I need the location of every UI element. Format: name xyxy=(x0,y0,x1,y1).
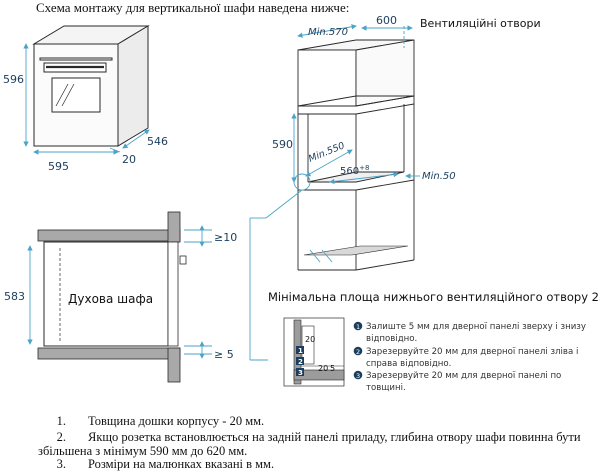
note-3-number: 3. xyxy=(56,457,66,471)
width560-value: 560 xyxy=(340,166,359,177)
note-3-text: Розміри на малюнках вказані в мм. xyxy=(88,457,275,471)
detail-marker-3: 3 xyxy=(298,369,303,377)
width560-tolerance: +8 xyxy=(359,164,369,172)
min570-label: Min.570 xyxy=(308,27,348,38)
detail-marker-1: 1 xyxy=(298,347,303,355)
min50-label: Min.50 xyxy=(422,171,456,182)
instruction-1-number: 1 xyxy=(356,323,360,331)
instruction-2-number: 2 xyxy=(356,348,360,356)
oven-door-label: 20 xyxy=(122,153,136,166)
detail-dim-20-right: 20 xyxy=(318,364,328,373)
note-1-number: 1. xyxy=(56,414,66,428)
corner-detail xyxy=(283,317,345,387)
instruction-3-line1: Зарезервуйте 20 мм для дверної панелі по xyxy=(366,371,561,381)
width560-label: 560+8 xyxy=(340,164,369,177)
width600-label: 600 xyxy=(376,14,397,27)
zoom-connector xyxy=(249,173,311,361)
min550-label: Min.550 xyxy=(307,140,346,164)
detail-dim-20-top: 20 xyxy=(305,335,315,344)
note-2-continuation: збільшена з мінімум 590 мм до 620 мм. xyxy=(38,444,248,458)
note-1-text: Товщина дошки корпусу - 20 мм. xyxy=(88,414,265,428)
detail-marker-2: 2 xyxy=(298,358,303,366)
cabinet-3d-drawing xyxy=(297,39,415,271)
instruction-2-line2: справа відповідно. xyxy=(366,359,451,369)
min-area-label: Мінімальна площа нижнього вентиляційного… xyxy=(268,290,600,304)
note-2-number: 2. xyxy=(56,430,66,444)
note-2: 2. Якщо розетка встановлюється на задній … xyxy=(0,430,581,445)
instruction-3-line2: товщині. xyxy=(366,383,406,393)
oven-height-label: 596 xyxy=(3,73,24,86)
installation-section xyxy=(37,211,187,383)
instruction-3-number: 3 xyxy=(356,372,360,380)
note-2-text: Якщо розетка встановлюється на задній па… xyxy=(88,430,581,444)
height583-label: 583 xyxy=(4,290,25,303)
oven-width-label: 595 xyxy=(48,160,69,173)
note-1: 1. Товщина дошки корпусу - 20 мм. xyxy=(0,414,265,429)
instructions-list: 1 Залиште 5 мм для дверної панелі зверху… xyxy=(353,321,586,393)
detail-dim-5: 5 xyxy=(330,364,335,373)
intro-text: Схема монтажу для вертикальної шафи наве… xyxy=(36,0,350,15)
min-area-text: Мінімальна площа нижнього вентиляційного… xyxy=(268,290,600,304)
oven-label: Духова шафа xyxy=(68,292,153,306)
oven-3d-drawing xyxy=(32,25,150,147)
gap10-label: ≥10 xyxy=(214,231,237,244)
instruction-1-line2: відповідно. xyxy=(366,334,417,344)
oven-depth-label: 546 xyxy=(147,135,168,148)
note-3: 3. Розміри на малюнках вказані в мм. xyxy=(0,457,274,472)
height590-label: 590 xyxy=(272,138,293,151)
instruction-1-line1: Залиште 5 мм для дверної панелі зверху і… xyxy=(366,322,586,332)
instruction-2-line1: Зарезервуйте 20 мм для дверної панелі зл… xyxy=(366,347,578,357)
gap5-label: ≥ 5 xyxy=(214,348,234,361)
vents-title: Вентиляційні отвори xyxy=(420,17,541,30)
